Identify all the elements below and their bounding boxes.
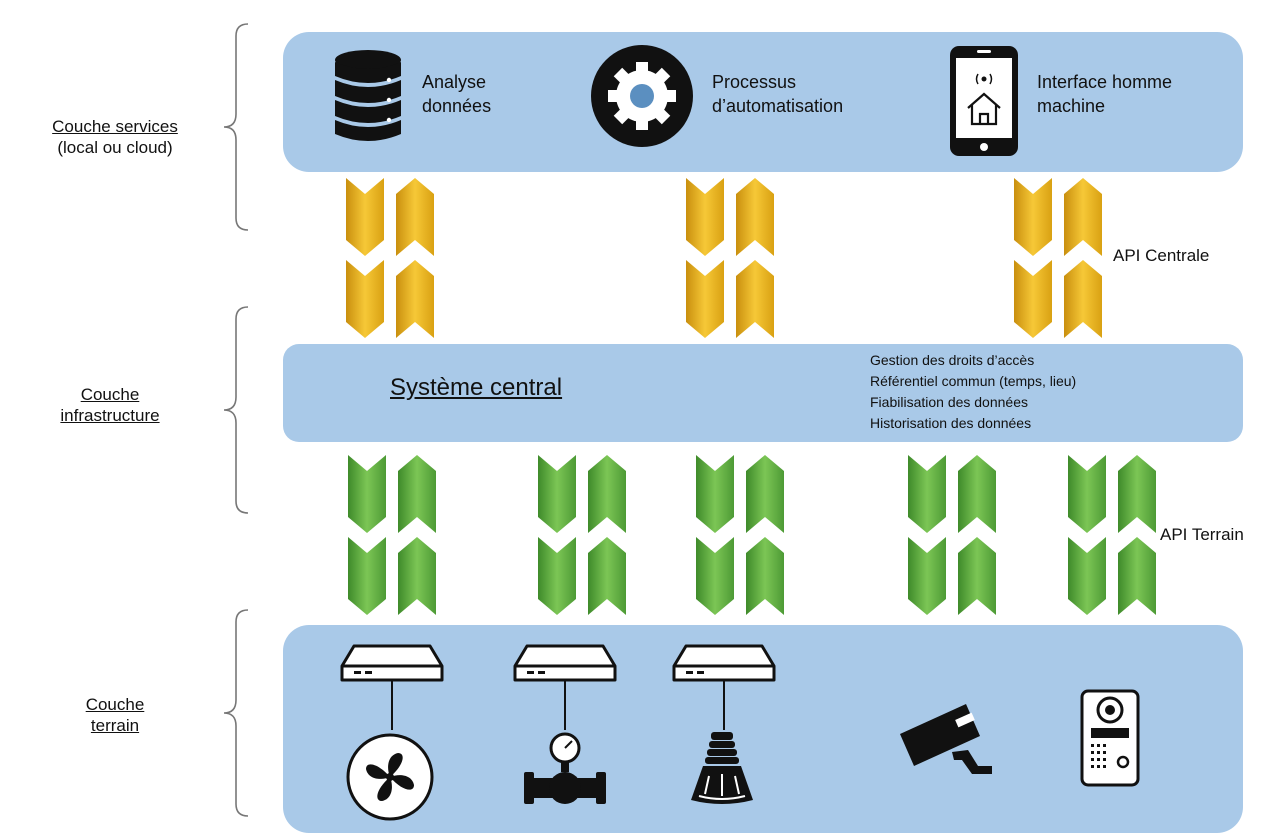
service-label-automatisation: Processus d’automatisation	[712, 70, 843, 118]
feature-item: Référentiel commun (temps, lieu)	[870, 373, 1077, 389]
api-terrain-arrow	[1068, 455, 1156, 615]
fan-icon	[346, 733, 434, 821]
api-terrain-arrow	[348, 455, 436, 615]
feature-item: Historisation des données	[870, 415, 1032, 431]
infrastructure-layer-title-1: Couche	[80, 385, 140, 404]
smartphone-home-icon	[950, 46, 1018, 156]
api-central-arrow	[686, 178, 774, 338]
infrastructure-brace	[223, 306, 249, 514]
service-automatisation-line1: Processus	[712, 72, 797, 92]
terrain-layer-label: Couche terrain	[30, 694, 200, 736]
api-terrain-label: API Terrain	[1160, 525, 1244, 544]
api-terrain-arrow	[538, 455, 626, 615]
database-icon	[335, 50, 401, 141]
service-analyse-line2: données	[422, 96, 492, 116]
terrain-layer-title-2: terrain	[90, 716, 140, 735]
api-terrain-arrow	[696, 455, 784, 615]
services-band	[283, 32, 1243, 172]
valve-gauge-icon	[524, 732, 606, 804]
gear-icon	[591, 45, 693, 147]
api-terrain-arrow	[908, 455, 996, 615]
api-central-arrow	[346, 178, 434, 338]
service-automatisation-line2: d’automatisation	[712, 96, 844, 116]
services-layer-label: Couche services (local ou cloud)	[30, 116, 200, 158]
services-brace	[223, 23, 249, 231]
services-layer-subtitle: (local ou cloud)	[57, 138, 173, 157]
security-camera-icon	[900, 704, 992, 774]
service-label-ihm: Interface homme machine	[1037, 70, 1172, 118]
api-central-label: API Centrale	[1113, 246, 1210, 265]
service-label-analyse: Analyse données	[422, 70, 491, 118]
infrastructure-layer-title-2: infrastructure	[60, 406, 160, 425]
gateway-box-icon	[672, 644, 776, 730]
api-central-arrow	[1014, 178, 1102, 338]
terrain-brace	[223, 609, 249, 817]
feature-item: Gestion des droits d’accès	[870, 352, 1035, 368]
services-layer-title: Couche services	[52, 117, 178, 136]
gateway-box-icon	[340, 644, 444, 730]
intercom-icon	[1080, 689, 1140, 787]
infrastructure-layer-label: Couche infrastructure	[20, 384, 200, 426]
gateway-box-icon	[513, 644, 617, 730]
central-system-title: Système central	[390, 374, 563, 401]
light-bulb-icon	[691, 732, 753, 804]
terrain-layer-title-1: Couche	[85, 695, 145, 714]
feature-item: Fiabilisation des données	[870, 394, 1028, 410]
central-system-band	[283, 344, 1243, 442]
service-analyse-line1: Analyse	[422, 72, 487, 92]
central-features-list: Gestion des droits d’accès Référentiel c…	[870, 350, 1076, 434]
service-ihm-line1: Interface homme	[1037, 72, 1173, 92]
service-ihm-line2: machine	[1037, 96, 1106, 116]
